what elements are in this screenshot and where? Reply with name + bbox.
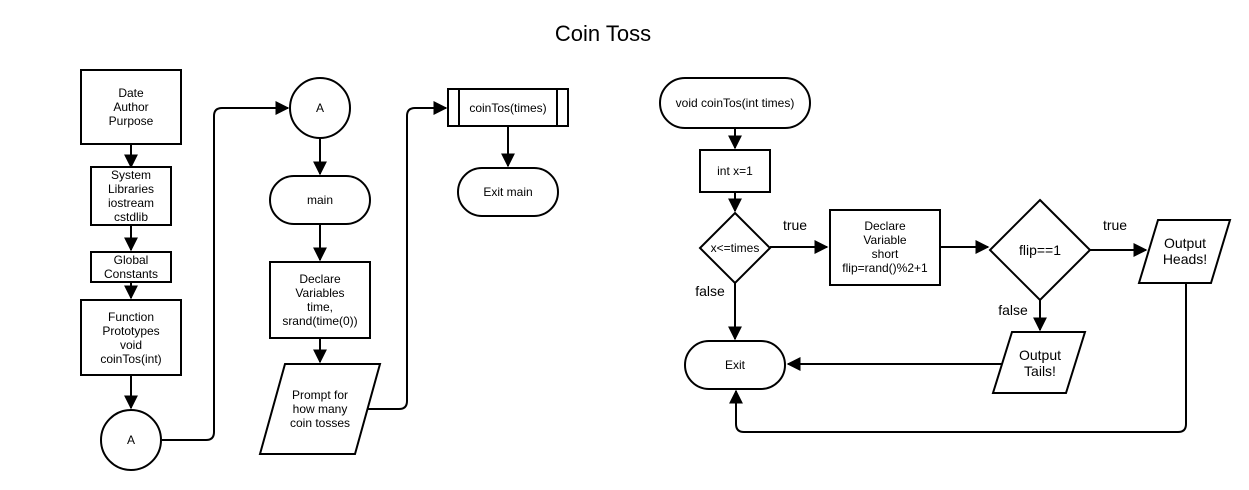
edge-prompt-to-call [367, 101, 448, 410]
prompt-line: how many [293, 402, 348, 416]
func-start-line: void coinTos(int times) [676, 96, 795, 110]
init-block: int x=1 [699, 149, 771, 193]
init-label: int x=1 [717, 164, 753, 178]
out-heads-line: Heads! [1163, 251, 1207, 267]
function-start-terminal: void coinTos(int times) [659, 77, 811, 129]
exit-main-line: Exit main [483, 185, 532, 199]
declare-main-line: Declare [299, 272, 341, 286]
connector-out-label: A [127, 433, 135, 447]
function-start-label: void coinTos(int times) [676, 96, 795, 110]
init-line: int x=1 [717, 164, 753, 178]
exit-line: Exit [725, 358, 746, 372]
libraries-line: Libraries [108, 182, 154, 196]
prototypes-line: void [120, 338, 142, 352]
loop-decision-label: x<=times [711, 241, 760, 255]
edge-label-loop-true: true [783, 217, 807, 233]
libraries-line: cstdlib [114, 210, 148, 224]
edge-label-loop-false: false [695, 283, 725, 299]
edge-heads-to-exit [729, 283, 1187, 433]
declare-flip-line: short [872, 247, 899, 261]
header-line: Purpose [109, 114, 154, 128]
declare-main-line: Variables [295, 286, 344, 300]
declare-flip-line: Variable [863, 233, 906, 247]
main-terminal: main [269, 175, 371, 225]
prototypes-line: Prototypes [102, 324, 159, 338]
connector-out-line: A [127, 433, 135, 447]
prompt-line: coin tosses [290, 416, 350, 430]
off-page-connector-in: A [289, 77, 351, 139]
edge-label-flip-true: true [1103, 217, 1127, 233]
loop-decision: x<=times [698, 211, 772, 285]
constants-line: Global [114, 253, 149, 267]
libraries-line: iostream [108, 196, 154, 210]
libraries-line: System [111, 168, 151, 182]
main-label: main [307, 193, 333, 207]
constants-line: Constants [104, 267, 158, 281]
off-page-connector-out: A [100, 409, 162, 471]
call-subroutine: coinTos(times) [447, 88, 569, 127]
flip-decision-label: flip==1 [1019, 242, 1061, 258]
prototypes-line: Function [108, 310, 154, 324]
prototypes-line: coinTos(int) [100, 352, 161, 366]
declare-flip-line: Declare [864, 219, 906, 233]
exit-label: Exit [725, 358, 746, 372]
declare-main-line: srand(time(0)) [282, 314, 357, 328]
out-tails-line: Tails! [1024, 363, 1056, 379]
exit-main-terminal: Exit main [457, 167, 559, 217]
flip-cond-line: flip==1 [1019, 242, 1061, 258]
connector-in-label: A [316, 101, 324, 115]
out-heads-line: Output [1164, 235, 1206, 251]
call-line: coinTos(times) [469, 101, 546, 115]
call-label: coinTos(times) [469, 101, 546, 115]
header-line: Author [113, 100, 148, 114]
diagram-title: Coin Toss [555, 21, 651, 46]
declare-main-line: time, [307, 300, 333, 314]
header-line: Date [118, 86, 144, 100]
connector-in-line: A [316, 101, 324, 115]
declare-flip-line: flip=rand()%2+1 [842, 261, 928, 275]
loop-cond-line: x<=times [711, 241, 760, 255]
prompt-line: Prompt for [292, 388, 348, 402]
edges [124, 101, 1187, 441]
exit-terminal: Exit [684, 340, 786, 390]
edge-label-flip-false: false [998, 302, 1028, 318]
out-tails-line: Output [1019, 347, 1061, 363]
exit-main-label: Exit main [483, 185, 532, 199]
main-line: main [307, 193, 333, 207]
flip-decision: flip==1 [988, 198, 1092, 302]
edge-connector-to-connector [162, 101, 290, 441]
